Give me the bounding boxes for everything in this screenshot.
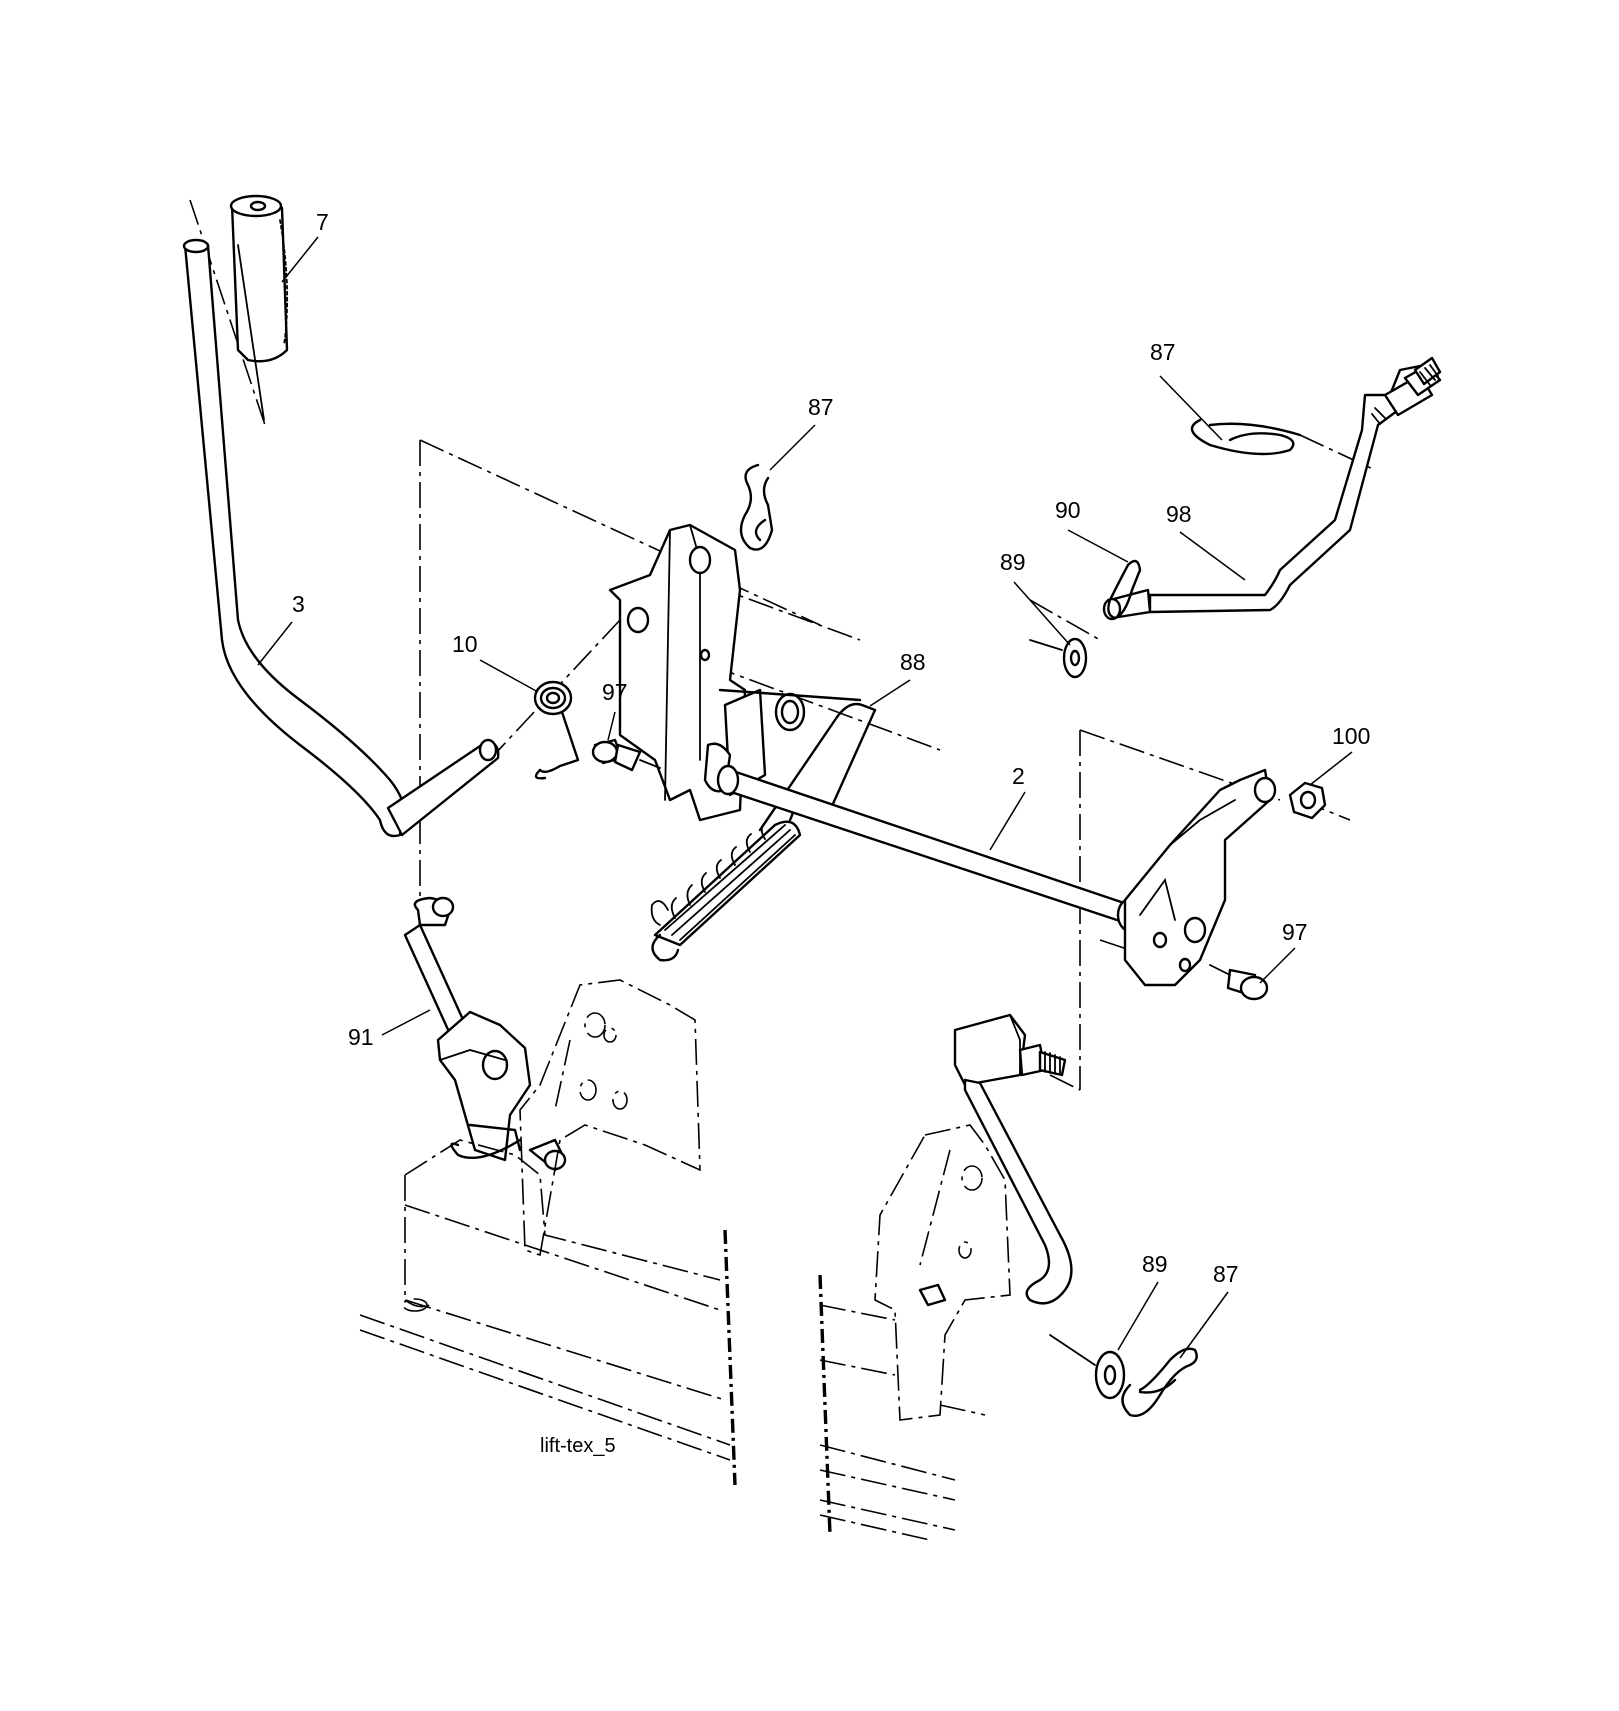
- diagram-caption: lift-tex_5: [540, 1435, 616, 1457]
- callout-labels: 7 3 87 87 90 98 89 10 97 88 2 100 97 91 …: [292, 209, 1370, 1287]
- callout-100: 100: [1332, 723, 1370, 749]
- hair-pin-clip-part-87-right: [1190, 418, 1302, 456]
- callout-89-bottom: 89: [1142, 1251, 1168, 1277]
- hair-pin-clip-part-87-bottom: [1121, 1347, 1198, 1417]
- callout-97-right: 97: [1282, 919, 1308, 945]
- bolt-part-97-left: [591, 738, 661, 772]
- callout-2: 2: [1012, 763, 1025, 789]
- right-deck-plate: [874, 1124, 1011, 1421]
- rod-part-98: [1102, 356, 1442, 621]
- mower-deck-outline: [359, 1139, 986, 1541]
- callout-87-top: 87: [808, 394, 834, 420]
- callout-98: 98: [1166, 501, 1192, 527]
- hair-pin-clip-part-87-top: [739, 463, 774, 551]
- leader-lines: [257, 236, 1353, 1359]
- callout-3: 3: [292, 591, 305, 617]
- left-lower-bracket: [436, 1010, 567, 1172]
- right-lift-arm: [1123, 768, 1277, 987]
- callout-87-right: 87: [1150, 339, 1176, 365]
- callout-7: 7: [316, 209, 329, 235]
- callout-10: 10: [452, 631, 478, 657]
- washer-part-89-top: [1029, 637, 1088, 679]
- left-deck-plate: [519, 979, 701, 1257]
- extension-spring: [650, 798, 802, 962]
- callout-88: 88: [900, 649, 926, 675]
- torsion-spring-part-10: [533, 680, 580, 780]
- callout-97-left: 97: [602, 679, 628, 705]
- washer-part-89-bottom: [1049, 1334, 1126, 1400]
- right-lower-assembly: [953, 1013, 1073, 1305]
- nut-part-100: [1288, 781, 1327, 820]
- callout-90: 90: [1055, 497, 1081, 523]
- lift-lever-part-3: [182, 238, 500, 838]
- hair-pin-clip-part-90: [1107, 559, 1142, 620]
- grip-part-7: [229, 194, 289, 363]
- callout-89-top: 89: [1000, 549, 1026, 575]
- mounting-bracket: [608, 523, 806, 822]
- callout-91: 91: [348, 1024, 374, 1050]
- spring-rod-part-88: [718, 688, 877, 832]
- callout-87-bottom: 87: [1213, 1261, 1239, 1287]
- bolt-part-97-right: [1209, 964, 1269, 1001]
